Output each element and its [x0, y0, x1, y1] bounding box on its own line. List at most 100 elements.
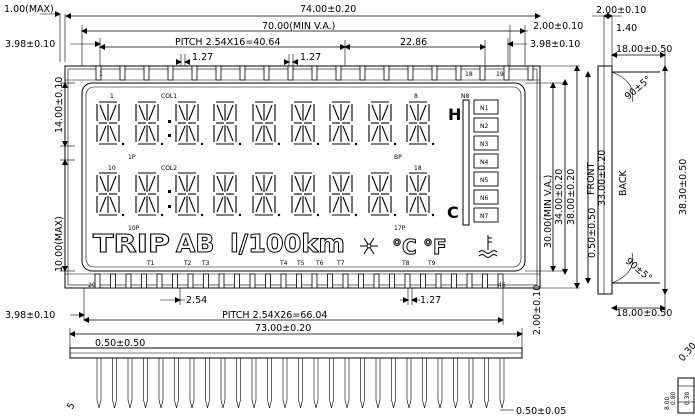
bottom-pin [296, 273, 302, 289]
top-pin [95, 65, 102, 81]
t2-label: T2 [183, 260, 192, 267]
temperature-gauge: N8 H C [447, 93, 470, 226]
dim-pitch-top-label: PITCH 2.54X16=40.64 [175, 37, 280, 48]
dim-398-right-label: 3.98±0.10 [530, 39, 580, 50]
bottom-pin [187, 273, 194, 289]
dim-398-left-label: 3.98±0.10 [5, 39, 55, 50]
bottom-pin [234, 273, 240, 289]
pin-lead [406, 358, 412, 409]
top-pin [383, 65, 390, 81]
dp-bp-label: BP [394, 154, 402, 161]
bottom-pin [311, 273, 318, 289]
segment-digit [368, 172, 397, 217]
digit-8-label: 8 [414, 93, 418, 100]
pin-19-label: 19 [496, 71, 504, 78]
dim-bottom-050-label: 0.50±0.50 [95, 338, 145, 349]
bottom-pin [404, 273, 411, 289]
left-dimensions: 14.00±0.10 10.00(MAX) [54, 77, 75, 272]
dim-1max-label: 1.00(MAX) [4, 4, 54, 15]
front-label: FRONT [586, 162, 597, 195]
bottom-pin-row [94, 273, 504, 289]
top-pin [263, 65, 270, 81]
corner-800-label: 8.00 [664, 396, 671, 410]
top-pin [407, 65, 414, 81]
icon-row: TRIP AB l/100km °C °F T1 T2 T3 T4 T5 T6 … [93, 229, 498, 267]
top-pin [311, 65, 318, 81]
pin-lead [499, 358, 505, 409]
gauge-segment-label: N4 [480, 159, 488, 166]
snowflake-icon [360, 237, 378, 255]
pin-1-label: 1 [99, 71, 103, 78]
gauge-segment-label: N2 [480, 123, 488, 130]
dim-side-140-label: 1.40 [616, 23, 637, 34]
bottom-pin [373, 273, 380, 289]
bottom-pin [466, 273, 473, 289]
segment-digit [329, 172, 358, 217]
dim-bottom-050r-label: 0.50±0.05 [516, 406, 566, 417]
dim-127b-label: 1.27 [300, 52, 321, 63]
dim-bottom-5-label: 5 [65, 401, 78, 412]
bottom-dimensions: 2.54 1.27 3.98±0.10 PITCH 2.54X26=66.04 … [5, 285, 543, 350]
segment-digit [329, 101, 358, 146]
gauge-segment: N4 [473, 153, 499, 169]
col2-label: COL2 [161, 165, 177, 172]
dim-127a-label: 1.27 [192, 52, 213, 63]
t1-label: T1 [146, 260, 155, 267]
dim-side-1800top-label: 18.00±0.50 [616, 44, 672, 55]
bottom-pin [435, 273, 442, 289]
colon-dot [168, 205, 171, 208]
t7-label: T7 [336, 260, 345, 267]
trip-text: TRIP [93, 229, 170, 258]
ab-text: AB [176, 229, 214, 258]
pin-lead [453, 358, 458, 409]
top-pin [431, 65, 438, 81]
segment-digit [252, 101, 281, 146]
gauge-segment: N3 [473, 135, 499, 151]
pin-lead [174, 358, 179, 409]
bottom-pin [203, 273, 209, 289]
corner-080-label: 0.80 [670, 391, 677, 405]
top-pin [239, 65, 246, 81]
consumption-unit-text: l/100km [230, 229, 345, 258]
pin-lead [189, 358, 195, 409]
gauge-segment: N7 [473, 207, 499, 223]
dim-30-label: 30.00(MIN V.A.) [543, 175, 554, 248]
t8-label: T8 [401, 260, 410, 267]
segment-digit [252, 172, 281, 217]
segment-digit [96, 172, 125, 217]
pin-lead [422, 358, 427, 409]
bottom-pin [327, 273, 333, 289]
dim-73-label: 73.00±0.20 [255, 323, 311, 334]
pin-leads [96, 358, 505, 409]
dp-17p-label: 17P [394, 225, 406, 232]
pin-lead [298, 358, 303, 409]
pin-20-label: 20 [88, 282, 96, 289]
bottom-pin [265, 273, 271, 289]
angle-top-label: 90±5° [623, 74, 654, 102]
bottom-pin [110, 273, 116, 289]
hot-letter: H [448, 105, 461, 124]
bottom-pin [141, 273, 147, 289]
right-dimensions: 30.00(MIN V.A.) 34.00±0.20 38.00±0.20 [525, 65, 580, 289]
dim-side-383-label: 38.30±0.50 [678, 159, 689, 215]
bottom-pin [497, 273, 504, 289]
gauge-segment: N2 [473, 117, 499, 133]
bottom-pin [125, 273, 132, 289]
dim-bottom-200v-label: 2.00±0.10 [532, 285, 543, 335]
top-pin [143, 65, 150, 81]
top-pin [455, 65, 462, 81]
pin-lead [375, 358, 381, 409]
pin-lead [96, 358, 102, 409]
colon-dot [168, 120, 171, 123]
pin-lead [468, 358, 474, 409]
gauge-segment-label: N1 [480, 105, 488, 112]
corner-030-label: 0.30 [677, 341, 695, 364]
pin-lead [391, 358, 396, 409]
pin-lead [112, 358, 117, 409]
dim-254-label: 2.54 [186, 295, 207, 306]
corner-030b-label: 0.30 [684, 391, 691, 405]
dim-side-200-label: 2.00±0.10 [596, 5, 646, 16]
gauge-segment-label: N6 [480, 195, 488, 202]
